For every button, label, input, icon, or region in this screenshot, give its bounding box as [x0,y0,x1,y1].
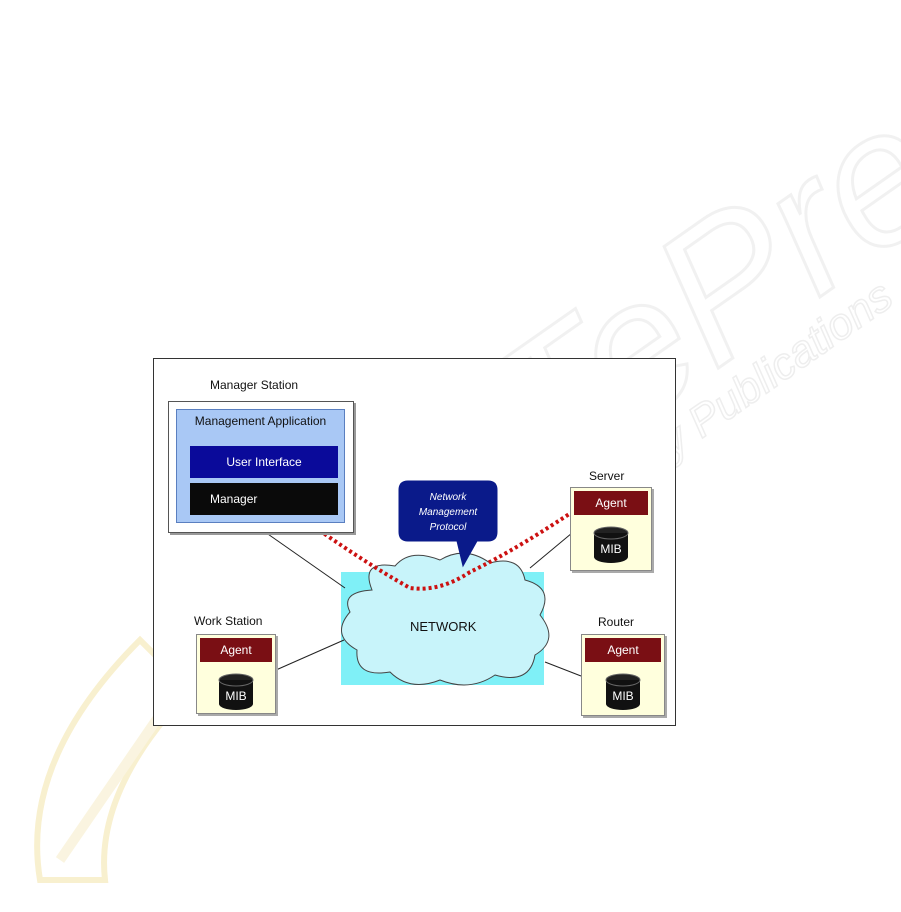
server-device: Agent MIB [570,487,652,571]
management-application-panel: Management Application User Interface Ma… [176,409,345,523]
management-application-title: Management Application [177,414,344,428]
router-device: Agent MIB [581,634,665,716]
work-station-agent: Agent [200,638,272,662]
server-agent: Agent [574,491,648,515]
network-label: NETWORK [410,619,476,634]
server-label: Server [589,469,624,483]
user-interface-block: User Interface [190,446,338,478]
manager-station-box: Management Application User Interface Ma… [168,401,354,533]
router-mib-label: MIB [582,689,664,703]
server-mib-label: MIB [571,542,651,556]
manager-block: Manager [190,483,338,515]
work-station-device: Agent MIB [196,634,276,714]
router-label: Router [598,615,634,629]
manager-station-label: Manager Station [210,378,298,392]
router-agent: Agent [585,638,661,662]
work-station-label: Work Station [194,614,262,628]
work-station-mib-label: MIB [197,689,275,703]
